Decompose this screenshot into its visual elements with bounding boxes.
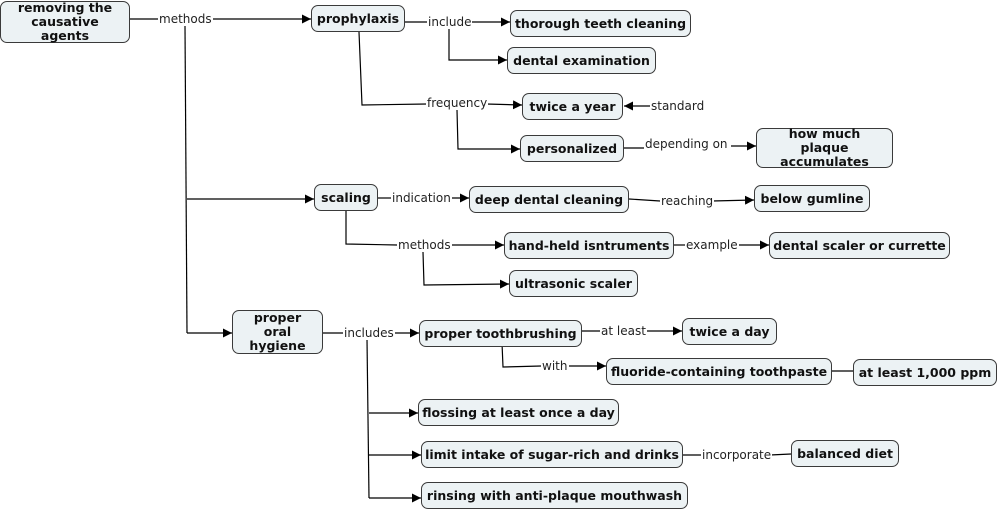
link-label-includes: includes	[343, 326, 395, 340]
node-scaling[interactable]: scaling	[314, 184, 378, 211]
node-at-least-1000-ppm[interactable]: at least 1,000 ppm	[853, 359, 997, 386]
link-include-exam	[448, 28, 507, 65]
node-twice-a-day[interactable]: twice a day	[682, 318, 777, 345]
node-rinsing[interactable]: rinsing with anti-plaque mouthwash	[421, 482, 688, 509]
node-personalized[interactable]: personalized	[520, 135, 624, 162]
link-label-depending-on: depending on	[644, 137, 729, 151]
node-below-gumline[interactable]: below gumline	[754, 185, 870, 212]
link-label-methods: methods	[158, 12, 213, 26]
link-label-with: with	[541, 359, 569, 373]
node-dental-scaler-or-currette[interactable]: dental scaler or currette	[769, 232, 950, 259]
node-limit-intake[interactable]: limit intake of sugar-rich and drinks	[421, 441, 683, 468]
link-label-standard: standard	[650, 99, 706, 113]
node-proper-toothbrushing[interactable]: proper toothbrushing	[419, 320, 582, 347]
node-balanced-diet[interactable]: balanced diet	[791, 440, 899, 467]
node-hand-held-instruments[interactable]: hand-held isntruments	[504, 232, 674, 259]
link-frequency-personalized	[456, 109, 520, 154]
link-label-reaching: reaching	[660, 194, 715, 208]
link-brushing-with	[501, 342, 542, 368]
node-ultrasonic-scaler[interactable]: ultrasonic scaler	[509, 270, 638, 297]
node-deep-dental-cleaning[interactable]: deep dental cleaning	[469, 186, 629, 213]
link-label-include: include	[427, 15, 473, 29]
node-prophylaxis[interactable]: prophylaxis	[311, 5, 405, 32]
node-flossing[interactable]: flossing at least once a day	[418, 399, 619, 426]
link-incorporate-diet	[769, 453, 792, 456]
link-deep-reaching	[628, 198, 661, 202]
node-root[interactable]: removing the causative agents	[0, 1, 130, 43]
link-frequency-twice-year	[485, 100, 523, 110]
link-label-at-least: at least	[600, 324, 647, 338]
link-methods-trunk	[184, 25, 188, 334]
node-twice-a-year[interactable]: twice a year	[522, 93, 623, 120]
link-label-frequency: frequency	[426, 96, 489, 110]
node-thorough-teeth-cleaning[interactable]: thorough teeth cleaning	[510, 10, 691, 37]
link-label-indication: indication	[391, 191, 452, 205]
link-includes-trunk	[366, 338, 370, 499]
link-scaling-methods	[345, 211, 398, 246]
node-fluoride-toothpaste[interactable]: fluoride-containing toothpaste	[606, 358, 832, 385]
node-how-much-plaque[interactable]: how much plaque accumulates	[756, 127, 893, 169]
link-reaching-gumline	[711, 195, 755, 205]
node-proper-oral-hygiene[interactable]: proper oral hygiene	[232, 310, 323, 354]
link-methods-ultrasonic	[422, 251, 510, 289]
link-prophylaxis-frequency	[358, 31, 428, 106]
link-label-example: example	[685, 238, 739, 252]
node-dental-examination[interactable]: dental examination	[507, 47, 656, 74]
link-label-methods-scaling: methods	[397, 238, 452, 252]
link-label-incorporate: incorporate	[701, 448, 773, 462]
